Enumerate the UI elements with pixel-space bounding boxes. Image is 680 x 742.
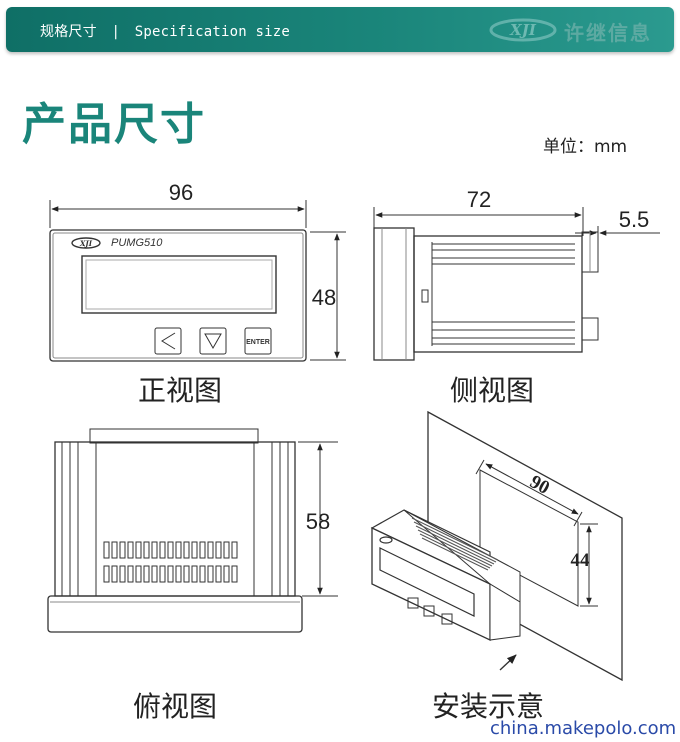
side-terminal-dim: 5.5 <box>619 207 650 232</box>
top-height-dim: 58 <box>306 509 330 534</box>
vent-slots <box>103 541 238 583</box>
model-label: PUMG510 <box>111 237 163 249</box>
page-title: 产品尺寸 <box>22 99 206 150</box>
direction-arrow-icon <box>499 654 517 671</box>
enter-button-icon <box>244 327 272 355</box>
front-height-dim: 48 <box>312 285 336 310</box>
header-text: 规格尺寸 | Specification size <box>40 21 290 41</box>
watermark: china.makepolo.com <box>490 718 677 739</box>
side-view-caption: 侧视图 <box>450 374 534 407</box>
brand-logo-icon: XJI <box>489 18 557 42</box>
install-view-caption: 安装示意 <box>432 690 544 723</box>
unit-label: 单位：mm <box>543 137 628 157</box>
header-subtitle: Specification size <box>134 24 291 40</box>
front-view: XJI <box>49 200 346 362</box>
top-view <box>47 428 338 633</box>
left-arrow-button-icon <box>154 327 182 355</box>
down-arrow-button-icon <box>199 327 227 355</box>
header-banner: 规格尺寸 | Specification size XJI 许继信息 <box>6 7 674 52</box>
install-view <box>370 410 623 682</box>
front-width-dim: 96 <box>169 180 193 205</box>
svg-text:XJI: XJI <box>79 239 93 248</box>
install-height-dim: 44 <box>571 550 591 571</box>
front-view-caption: 正视图 <box>138 374 222 407</box>
top-view-caption: 俯视图 <box>133 690 217 723</box>
brand-name: 许继信息 <box>564 21 652 45</box>
svg-text:XJI: XJI <box>509 21 537 39</box>
front-logo-icon: XJI <box>71 237 101 249</box>
header-separator: | <box>111 24 121 40</box>
enter-label: ENTER <box>246 339 270 346</box>
side-view <box>373 207 660 361</box>
side-depth-dim: 72 <box>467 187 491 212</box>
header-title: 规格尺寸 <box>40 24 97 40</box>
